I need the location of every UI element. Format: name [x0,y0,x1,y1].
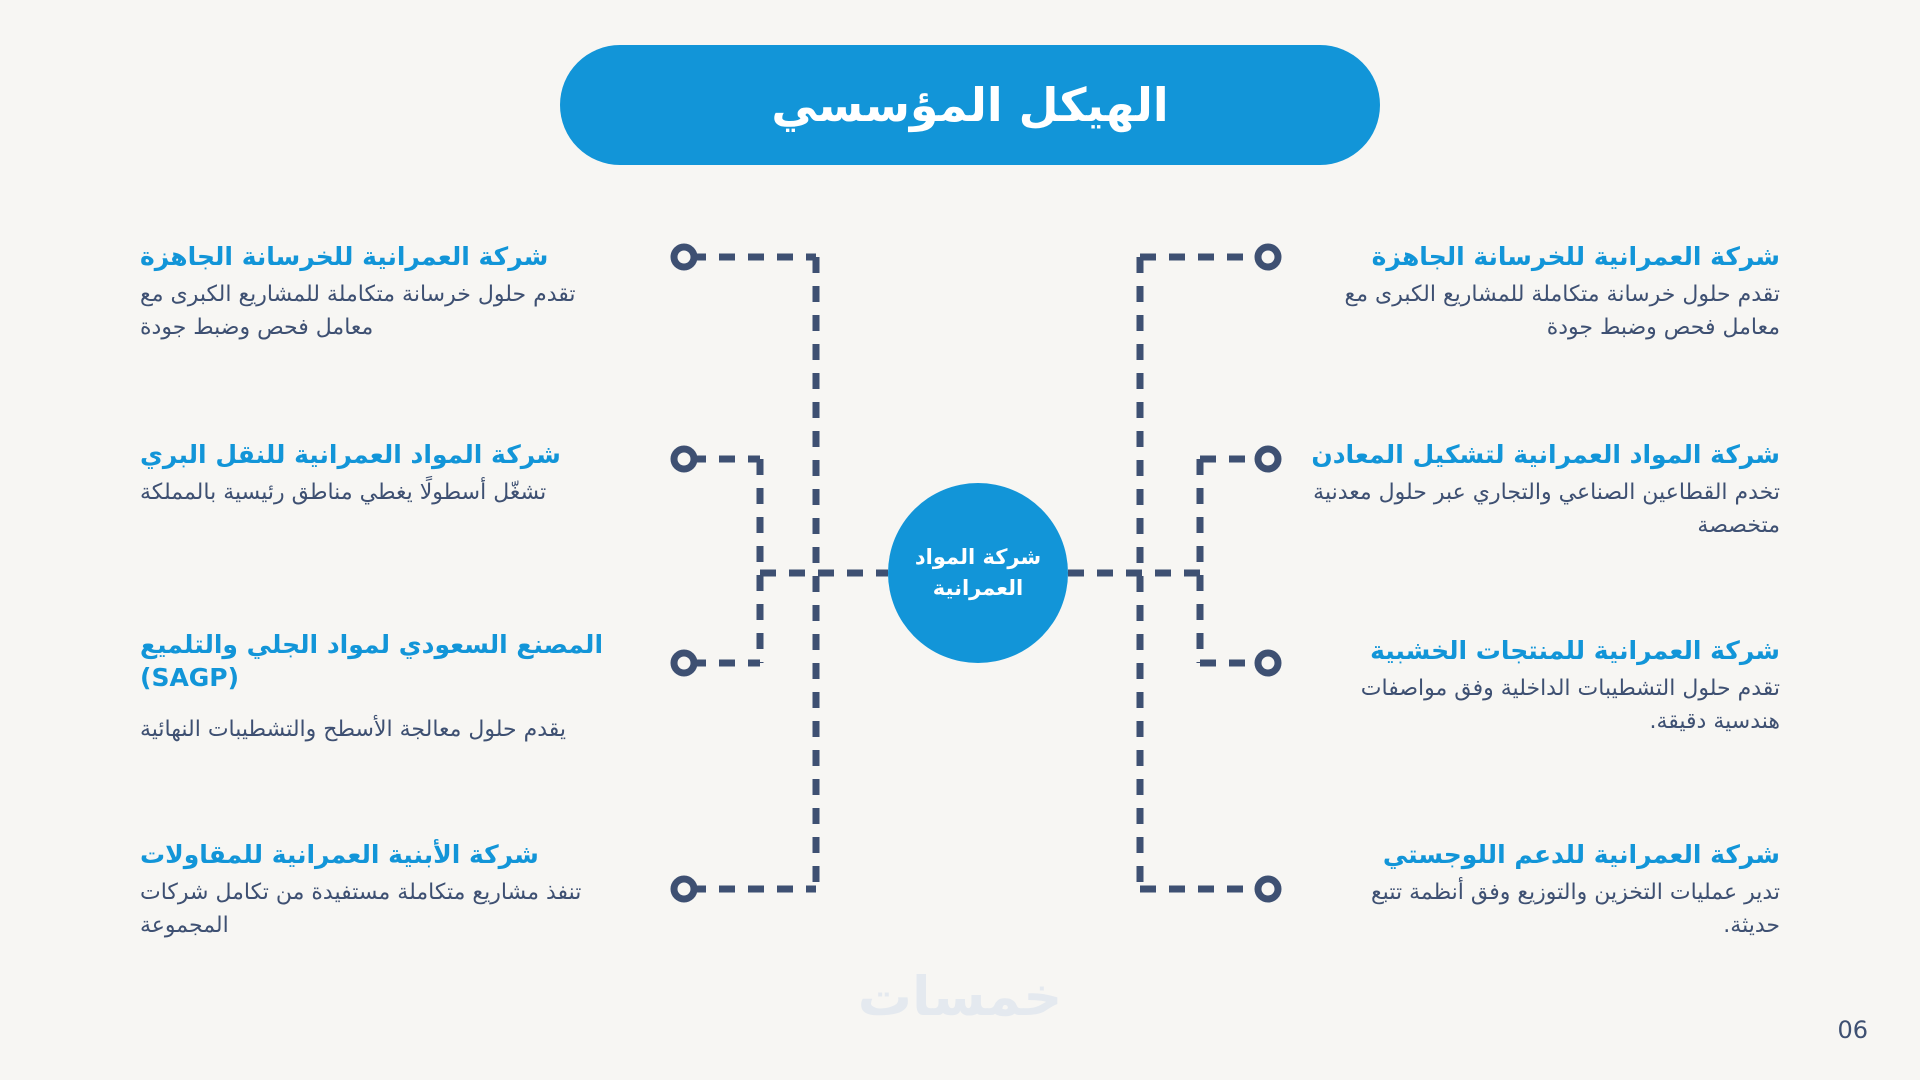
org-node-left-4[interactable]: شركة الأبنية العمرانية للمقاولات تنفذ مش… [140,838,610,942]
node-ring-left-4 [670,875,698,903]
page-title: الهيكل المؤسسي [771,78,1169,132]
node-ring-right-1 [1254,243,1282,271]
org-node-title: شركة المواد العمرانية للنقل البري [140,440,561,469]
org-node-body: تخدم القطاعين الصناعي والتجاري عبر حلول … [1313,480,1780,538]
org-node-right-2[interactable]: شركة المواد العمرانية لتشكيل المعادن تخد… [1310,438,1780,542]
org-node-body: تشغّل أسطولًا يغطي مناطق رئيسية بالمملكة [140,480,547,505]
node-ring-right-2 [1254,445,1282,473]
node-ring-left-1 [670,243,698,271]
org-node-title: شركة الأبنية العمرانية للمقاولات [140,840,539,869]
org-node-body: تنفذ مشاريع متكاملة مستفيدة من تكامل شرك… [140,880,582,938]
org-node-left-3[interactable]: المصنع السعودي لمواد الجلي والتلميع (SAG… [140,628,610,747]
org-node-right-3[interactable]: شركة العمرانية للمنتجات الخشبية تقدم حلو… [1310,634,1780,738]
org-node-body: يقدم حلول معالجة الأسطح والتشطيبات النها… [140,717,567,742]
slide-title-banner: الهيكل المؤسسي [560,45,1380,165]
center-node-parent-company: شركة المواد العمرانية [888,483,1068,663]
org-node-title: شركة العمرانية للدعم اللوجستي [1382,840,1780,869]
center-node-line-2: العمرانية [932,576,1024,600]
node-ring-left-2 [670,445,698,473]
org-node-title: شركة العمرانية للمنتجات الخشبية [1370,636,1780,665]
org-node-title: شركة العمرانية للخرسانة الجاهزة [1371,242,1780,271]
org-node-right-4[interactable]: شركة العمرانية للدعم اللوجستي تدير عمليا… [1310,838,1780,942]
node-ring-right-3 [1254,649,1282,677]
org-node-body: تقدم حلول التشطيبات الداخلية وفق مواصفات… [1360,676,1780,734]
org-node-body: تقدم حلول خرسانة متكاملة للمشاريع الكبرى… [1344,282,1781,340]
org-node-title: المصنع السعودي لمواد الجلي والتلميع (SAG… [140,630,604,692]
org-node-title: شركة العمرانية للخرسانة الجاهزة [140,242,549,271]
org-node-body: تدير عمليات التخزين والتوزيع وفق أنظمة ت… [1370,880,1780,938]
node-ring-right-4 [1254,875,1282,903]
org-node-left-1[interactable]: شركة العمرانية للخرسانة الجاهزة تقدم حلو… [140,240,610,344]
page-number: 06 [1837,1016,1868,1044]
node-ring-left-3 [670,649,698,677]
watermark: خمسات [857,965,1063,1028]
center-node-line-1: شركة المواد [914,544,1042,569]
org-node-right-1[interactable]: شركة العمرانية للخرسانة الجاهزة تقدم حلو… [1310,240,1781,344]
org-node-left-2[interactable]: شركة المواد العمرانية للنقل البري تشغّل … [140,438,610,510]
org-node-title: شركة المواد العمرانية لتشكيل المعادن [1311,440,1780,469]
org-node-body: تقدم حلول خرسانة متكاملة للمشاريع الكبرى… [140,282,576,340]
